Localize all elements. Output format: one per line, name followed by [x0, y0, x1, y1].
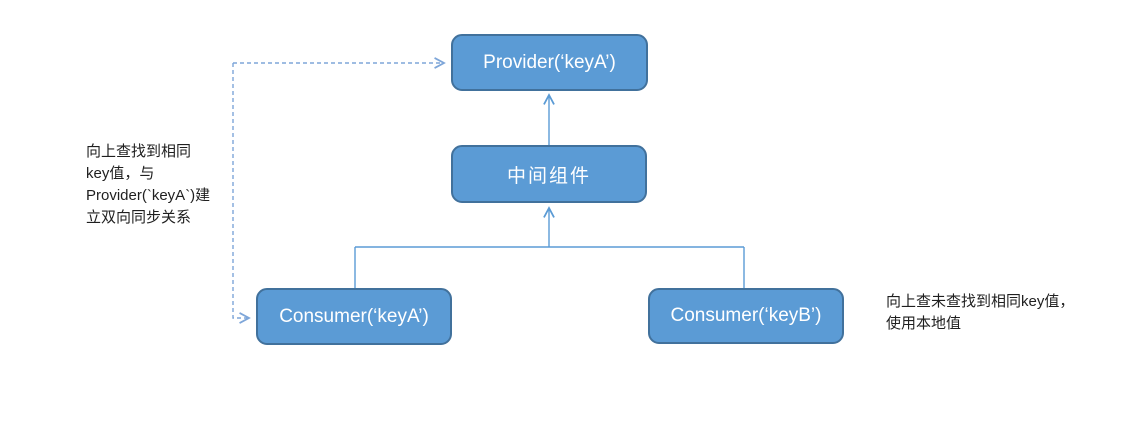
- node-consumer-keya[interactable]: Consumer(‘keyA’): [256, 288, 452, 345]
- annotation-sync-line-1: 向上查找到相同: [86, 143, 192, 160]
- node-middle-component-label: 中间组件: [506, 165, 591, 187]
- node-provider-keya[interactable]: Provider(‘keyA’): [451, 34, 648, 91]
- annotation-sync-line-2: key值，与: [86, 165, 155, 182]
- node-middle-component[interactable]: 中间组件: [451, 145, 647, 203]
- node-consumer-keya-label: Consumer(‘keyA’): [279, 305, 429, 327]
- annotation-local-value: 向上查未查找到相同key值， 使用本地值: [886, 291, 1074, 335]
- annotation-local-line-2: 使用本地值: [886, 315, 962, 332]
- annotation-local-line-1: 向上查未查找到相同key值，: [886, 293, 1075, 310]
- dashed-sync-to-consumer-a: [232, 63, 251, 324]
- annotation-sync-line-3: Provider(`keyA`)建: [86, 187, 211, 204]
- node-consumer-keyb[interactable]: Consumer(‘keyB’): [648, 288, 844, 344]
- annotation-sync-line-4: 立双向同步关系: [86, 209, 192, 226]
- node-consumer-keyb-label: Consumer(‘keyB’): [670, 305, 822, 326]
- annotation-sync-relationship: 向上查找到相同 key值，与 Provider(`keyA`)建 立双向同步关系: [86, 141, 210, 229]
- node-provider-keya-label: Provider(‘keyA’): [483, 51, 616, 73]
